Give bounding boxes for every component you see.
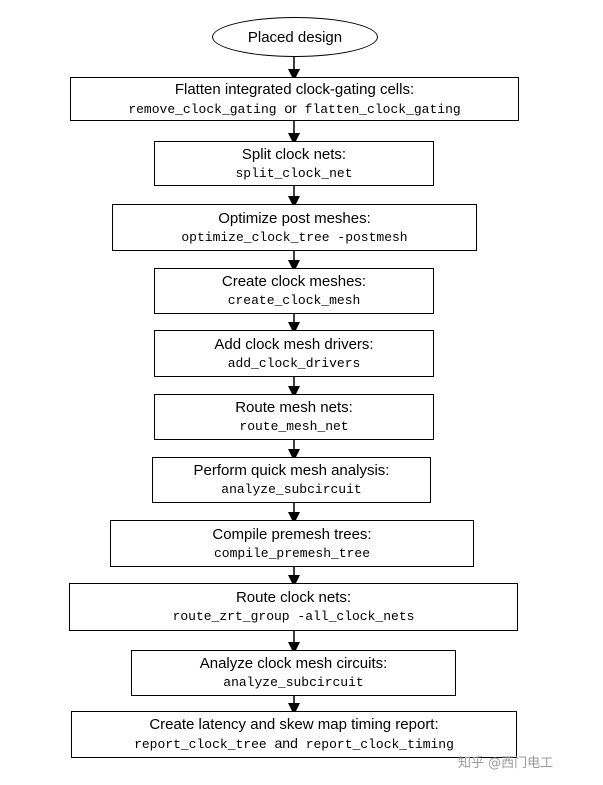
watermark: 知乎 @西门电工 [458, 756, 554, 771]
command-conjunction: and [274, 735, 298, 751]
step-quick-mesh-analysis: Perform quick mesh analysis: analyze_sub… [152, 457, 431, 503]
step-title: Split clock nets: [241, 145, 347, 163]
step-command: report_clock_tree and report_clock_timin… [134, 734, 454, 754]
step-title: Route clock nets: [235, 589, 352, 606]
step-command: analyze_subcircuit [221, 482, 362, 497]
step-title: Optimize post meshes: [218, 209, 371, 227]
step-command: remove_clock_gating or flatten_clock_gat… [128, 99, 460, 119]
step-split-clock-nets: Split clock nets: split_clock_net [154, 141, 434, 186]
command-b: report_clock_timing [305, 737, 454, 752]
step-title: Perform quick mesh analysis: [193, 462, 390, 479]
step-title: Route mesh nets: [235, 399, 353, 416]
step-command: split_clock_net [235, 165, 353, 181]
step-command: route_mesh_net [239, 419, 349, 434]
step-command: optimize_clock_tree -postmesh [181, 229, 408, 245]
command-a: remove_clock_gating [128, 101, 277, 117]
command-a: report_clock_tree [134, 737, 267, 752]
step-route-clock-nets: Route clock nets: route_zrt_group -all_c… [69, 583, 518, 631]
step-compile-premesh-trees: Compile premesh trees: compile_premesh_t… [110, 520, 474, 567]
step-title: Create clock meshes: [221, 273, 367, 290]
step-title: Create latency and skew map timing repor… [149, 716, 439, 733]
step-command: add_clock_drivers [227, 355, 361, 371]
step-command: create_clock_mesh [227, 293, 361, 308]
step-optimize-post-meshes: Optimize post meshes: optimize_clock_tre… [112, 204, 477, 251]
command-conjunction: or [284, 99, 297, 116]
step-title: Analyze clock mesh circuits: [199, 655, 388, 672]
start-label: Placed design [247, 28, 343, 46]
step-route-mesh-nets: Route mesh nets: route_mesh_net [154, 394, 434, 440]
step-command: analyze_subcircuit [223, 675, 364, 690]
command-b: flatten_clock_gating [304, 101, 461, 117]
step-title: Compile premesh trees: [212, 525, 372, 543]
step-title: Flatten integrated clock-gating cells: [174, 80, 415, 98]
step-title: Add clock mesh drivers: [214, 335, 374, 353]
step-command: route_zrt_group -all_clock_nets [172, 609, 415, 624]
step-timing-report: Create latency and skew map timing repor… [71, 711, 517, 758]
start-node: Placed design [212, 17, 378, 57]
step-command: compile_premesh_tree [213, 545, 371, 561]
step-create-clock-meshes: Create clock meshes: create_clock_mesh [154, 268, 434, 314]
step-add-clock-mesh-drivers: Add clock mesh drivers: add_clock_driver… [154, 330, 434, 377]
step-flatten-clock-gating: Flatten integrated clock-gating cells: r… [70, 77, 519, 121]
step-analyze-clock-mesh-circuits: Analyze clock mesh circuits: analyze_sub… [131, 650, 456, 696]
